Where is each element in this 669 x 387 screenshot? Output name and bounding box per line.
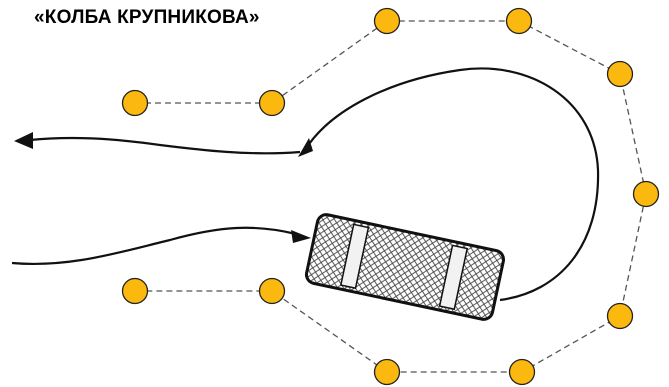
car-icon <box>304 213 506 321</box>
car-front-window <box>339 223 370 290</box>
car-body <box>304 213 506 321</box>
trajectory <box>11 67 600 302</box>
cone-icon <box>373 358 401 386</box>
cone-icon <box>606 302 634 330</box>
cone-icon <box>121 89 149 117</box>
exit-path <box>29 136 301 155</box>
cone-icon <box>632 180 660 208</box>
course-boundary <box>135 20 647 373</box>
cone-icon <box>258 89 286 117</box>
exit-arrowhead-icon <box>14 132 33 149</box>
loop-path <box>304 67 600 302</box>
cone-icon <box>508 358 536 386</box>
cone-icon <box>258 277 286 305</box>
entry-path <box>11 226 297 266</box>
cones <box>121 7 660 386</box>
diagram-title: «КОЛБА КРУПНИКОВА» <box>34 7 260 28</box>
entry-arrowhead-icon <box>291 230 311 243</box>
car-rear-window <box>438 244 469 311</box>
cone-icon <box>121 277 149 305</box>
cone-icon <box>505 7 533 35</box>
loop-arrowhead-icon <box>298 138 313 157</box>
cone-icon <box>606 60 634 88</box>
cone-icon <box>373 7 401 35</box>
boundary-upper-line <box>135 20 647 373</box>
